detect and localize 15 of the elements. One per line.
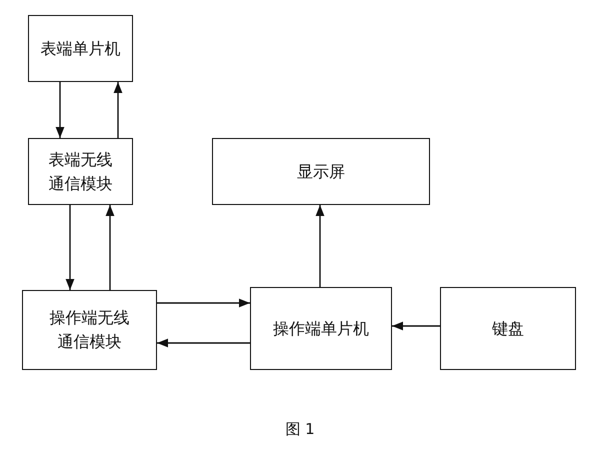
- process-box: 操作端无线通信模块: [22, 290, 157, 370]
- arrow: [157, 298, 250, 308]
- arrow: [56, 82, 64, 138]
- arrow: [106, 205, 114, 290]
- arrow: [157, 338, 250, 348]
- arrow: [392, 322, 440, 330]
- process-box: 键盘: [440, 287, 576, 370]
- arrow: [114, 82, 122, 138]
- process-box: 操作端单片机: [250, 287, 392, 370]
- process-box: 表端无线通信模块: [28, 138, 133, 205]
- arrow: [316, 205, 324, 287]
- process-box: 显示屏: [212, 138, 430, 205]
- process-box: 表端单片机: [28, 15, 133, 82]
- arrow: [66, 205, 74, 290]
- figure-caption: 图 1: [284, 420, 316, 439]
